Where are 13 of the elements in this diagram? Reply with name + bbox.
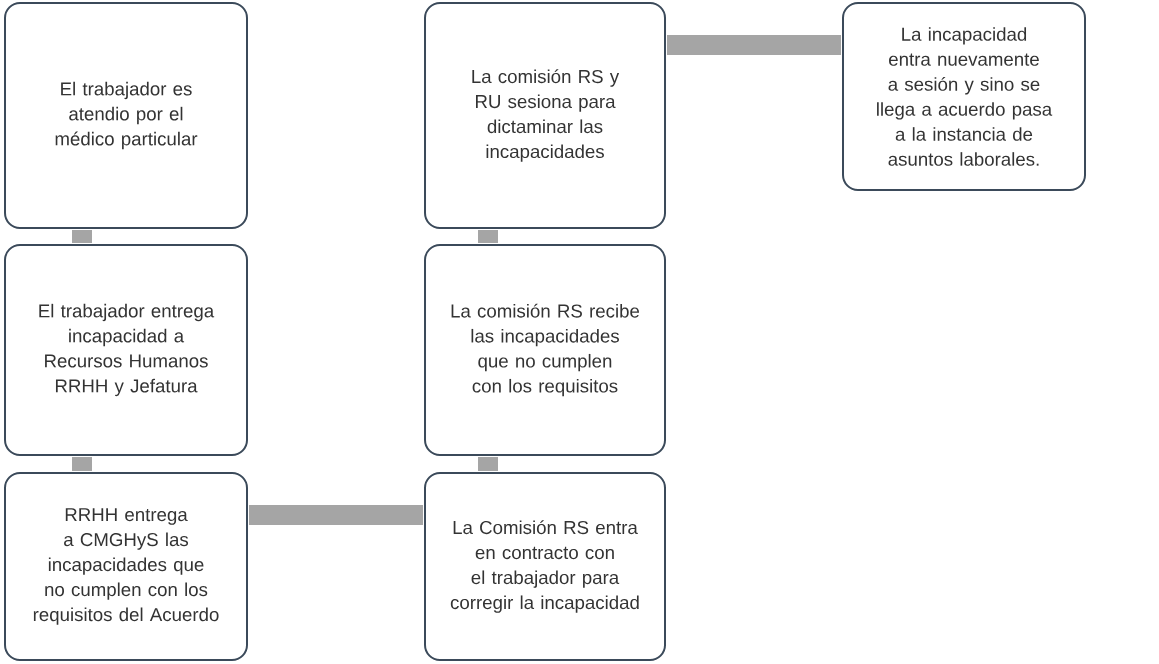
connector-bar — [478, 457, 498, 471]
process-box: La comisión RS y RU sesiona para dictaminar las incapacidades — [424, 2, 666, 229]
process-box: La incapacidad entra nuevamente a sesión y sino se llega a acuerdo pasa a la instancia de asuntos laborales. — [842, 2, 1086, 191]
process-box: La comisión RS recibe las incapacidades que no cumplen con los requisitos — [424, 244, 666, 456]
connector-bar — [249, 505, 423, 525]
connector-bar — [478, 230, 498, 243]
connector-bar — [667, 35, 841, 55]
connector-bar — [72, 457, 92, 471]
connector-bar — [72, 230, 92, 243]
process-box: RRHH entrega a CMGHyS las incapacidades que no cumplen con los requisitos del Acuerdo — [4, 472, 248, 661]
process-box: La Comisión RS entra en contracto con el trabajador para corregir la incapacidad — [424, 472, 666, 661]
process-box: El trabajador entrega incapacidad a Recursos Humanos RRHH y Jefatura — [4, 244, 248, 456]
process-box: El trabajador es atendio por el médico particular — [4, 2, 248, 229]
